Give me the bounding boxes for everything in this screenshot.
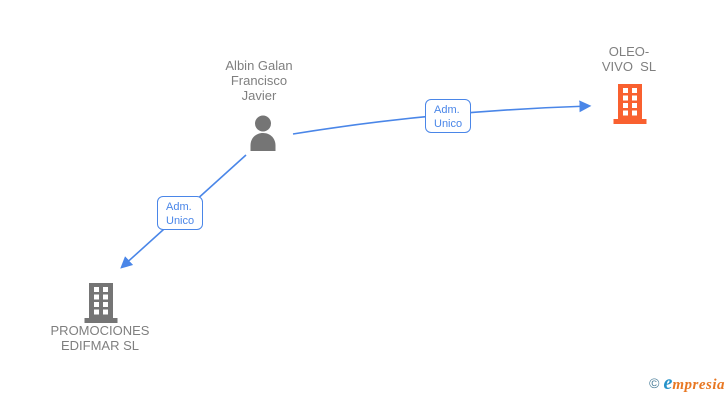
edge-label-adm-unico-promociones[interactable]: Adm. Unico xyxy=(157,196,203,230)
company-name-line: PROMOCIONES xyxy=(50,323,150,338)
company-name-line: OLEO- xyxy=(608,44,650,59)
person-name-line: Albin Galan xyxy=(225,58,293,73)
building-icon-oleo[interactable] xyxy=(612,84,648,124)
person-name-line: Francisco xyxy=(230,73,288,88)
company-promociones-name: PROMOCIONES EDIFMAR SL xyxy=(30,323,170,353)
brand-initial: e xyxy=(663,372,673,394)
brand-text: mpresia xyxy=(672,377,725,393)
edge-label-adm-unico-oleo[interactable]: Adm. Unico xyxy=(425,99,471,133)
building-icon-promociones[interactable] xyxy=(83,283,119,323)
person-name-line: Javier xyxy=(241,88,277,103)
edge-label-line: Unico xyxy=(434,118,463,130)
edge-label-line: Adm. xyxy=(434,104,460,116)
empresia-logo[interactable]: © empresia xyxy=(649,372,725,395)
company-name-line: VIVO SL xyxy=(601,59,657,74)
person-name: Albin Galan Francisco Javier xyxy=(189,58,329,103)
company-oleo-name: OLEO- VIVO SL xyxy=(569,44,689,74)
copyright-icon: © xyxy=(649,375,660,391)
edge-label-line: Adm. xyxy=(166,201,192,213)
edge-label-line: Unico xyxy=(166,215,195,227)
company-name-line: EDIFMAR SL xyxy=(60,338,139,353)
person-icon[interactable] xyxy=(246,114,280,151)
